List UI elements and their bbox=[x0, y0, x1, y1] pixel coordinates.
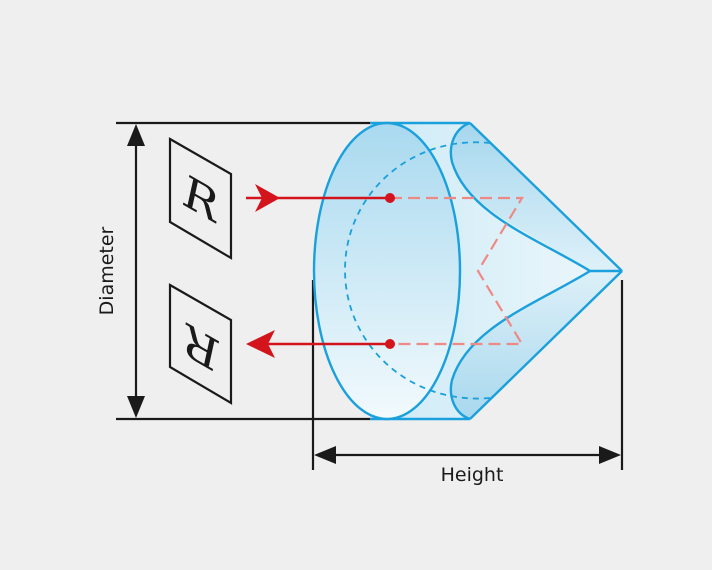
prism-facet-bottom bbox=[451, 271, 622, 419]
incoming-ray-arrow bbox=[255, 184, 280, 212]
prism-facet-top bbox=[451, 123, 622, 271]
height-dimension bbox=[311, 280, 624, 470]
diameter-dimension bbox=[116, 121, 370, 421]
corner-cube-prism bbox=[312, 121, 623, 421]
internal-ray-path bbox=[390, 196, 524, 346]
output-image-letter: R bbox=[184, 310, 220, 384]
outgoing-ray-point bbox=[385, 339, 395, 349]
height-label: Height bbox=[441, 464, 504, 486]
incoming-ray-point bbox=[385, 193, 395, 203]
input-image-letter: R bbox=[183, 162, 219, 236]
height-arrow-left bbox=[314, 446, 336, 464]
diameter-arrow-bottom bbox=[127, 396, 145, 418]
outgoing-ray-arrow bbox=[246, 330, 275, 358]
incoming-ray bbox=[246, 184, 395, 212]
prism-hidden-edge bbox=[344, 141, 491, 400]
input-image-card: R bbox=[168, 137, 233, 260]
prism-front-face bbox=[312, 121, 462, 421]
diameter-arrow-top bbox=[127, 124, 145, 146]
output-image-card: R bbox=[168, 283, 233, 405]
outgoing-ray bbox=[246, 330, 395, 358]
height-arrow-right bbox=[599, 446, 621, 464]
diameter-label: Diameter bbox=[96, 226, 118, 315]
